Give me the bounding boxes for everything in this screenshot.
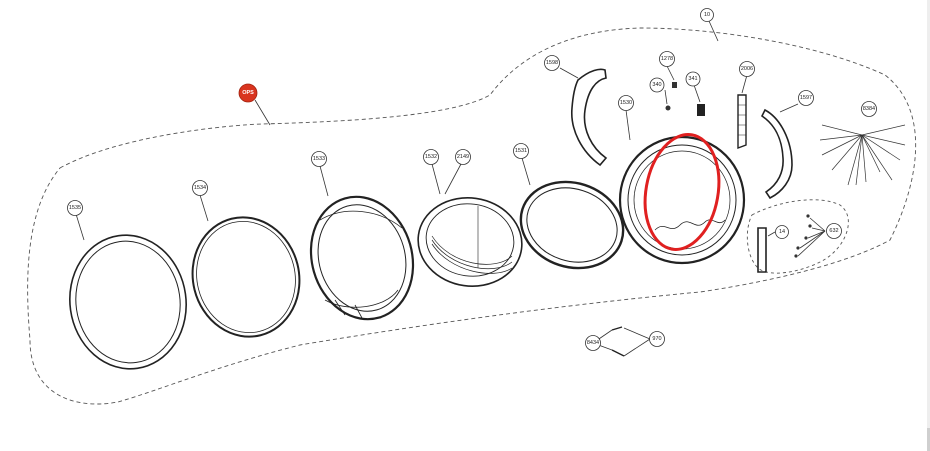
- callout-1530[interactable]: 1530: [618, 95, 634, 111]
- part-2006-bracket-strip[interactable]: [737, 94, 747, 150]
- svg-text:970: 970: [652, 336, 661, 342]
- part-1535-outer-trim-ring[interactable]: [61, 228, 195, 377]
- assembly-boundary: [27, 27, 917, 405]
- part-1597-handle-bracket[interactable]: [760, 108, 793, 200]
- svg-text:1534: 1534: [194, 185, 206, 191]
- svg-text:2149: 2149: [457, 154, 469, 160]
- callout-2006[interactable]: 2006: [739, 61, 755, 77]
- callout-970[interactable]: 970: [649, 331, 665, 347]
- svg-text:1278: 1278: [661, 56, 673, 62]
- highlight-circle: [643, 133, 721, 251]
- callout-2149[interactable]: 2149: [455, 149, 471, 165]
- svg-text:1530: 1530: [620, 100, 632, 106]
- part-1533-door-frame[interactable]: [297, 185, 427, 332]
- part-970-pins[interactable]: [611, 326, 625, 357]
- callout-1278[interactable]: 1278: [659, 51, 675, 67]
- part-341-latch[interactable]: [697, 104, 705, 116]
- svg-text:10: 10: [704, 12, 710, 18]
- callout-632[interactable]: 632: [826, 223, 842, 239]
- part-1531-inner-seal[interactable]: [510, 169, 635, 281]
- ops-badge-label: OPS: [242, 90, 254, 96]
- svg-text:340: 340: [652, 82, 661, 88]
- svg-text:1535: 1535: [69, 205, 81, 211]
- svg-text:1531: 1531: [515, 148, 527, 154]
- svg-text:632: 632: [829, 228, 838, 234]
- part-8384-wire-bundle[interactable]: [819, 124, 906, 186]
- callout-1532[interactable]: 1532: [423, 149, 439, 165]
- svg-text:8434: 8434: [587, 340, 599, 346]
- svg-text:341: 341: [688, 76, 697, 82]
- part-1534-gasket-ring[interactable]: [180, 206, 312, 348]
- callout-1534[interactable]: 1534: [192, 180, 208, 196]
- callout-1533[interactable]: 1533: [311, 151, 327, 167]
- callout-1531[interactable]: 1531: [513, 143, 529, 159]
- ops-badge[interactable]: OPS: [238, 83, 258, 103]
- callout-1535[interactable]: 1535: [67, 200, 83, 216]
- svg-text:14: 14: [779, 229, 785, 235]
- fastener-group-boundary: [746, 199, 849, 274]
- part-340-screw[interactable]: [665, 105, 671, 111]
- svg-text:8384: 8384: [863, 106, 875, 112]
- part-1530-inner-door-frame[interactable]: [618, 135, 746, 265]
- callout-340[interactable]: 340: [649, 77, 665, 93]
- scrollbar-thumb[interactable]: [927, 428, 930, 451]
- part-632-screws[interactable]: [794, 214, 812, 258]
- part-1532-glass-bowl[interactable]: [412, 191, 527, 293]
- callout-10[interactable]: 10: [700, 8, 714, 22]
- svg-text:1533: 1533: [313, 156, 325, 162]
- part-1278-clip[interactable]: [672, 82, 677, 88]
- svg-text:1597: 1597: [800, 95, 812, 101]
- svg-text:1598: 1598: [546, 60, 558, 66]
- part-14-retainer[interactable]: [757, 227, 767, 273]
- callout-341[interactable]: 341: [685, 71, 701, 87]
- scrollbar-track[interactable]: [927, 0, 930, 451]
- svg-text:1532: 1532: [425, 154, 437, 160]
- svg-text:2006: 2006: [741, 66, 753, 72]
- callout-1598[interactable]: 1598: [544, 55, 560, 71]
- callout-8434[interactable]: 8434: [585, 335, 601, 351]
- callout-14[interactable]: 14: [775, 225, 789, 239]
- part-1598-hinge-bracket[interactable]: [571, 68, 608, 167]
- callout-8384[interactable]: 8384: [861, 101, 877, 117]
- leader-lines: [75, 20, 826, 357]
- callout-1597[interactable]: 1597: [798, 90, 814, 106]
